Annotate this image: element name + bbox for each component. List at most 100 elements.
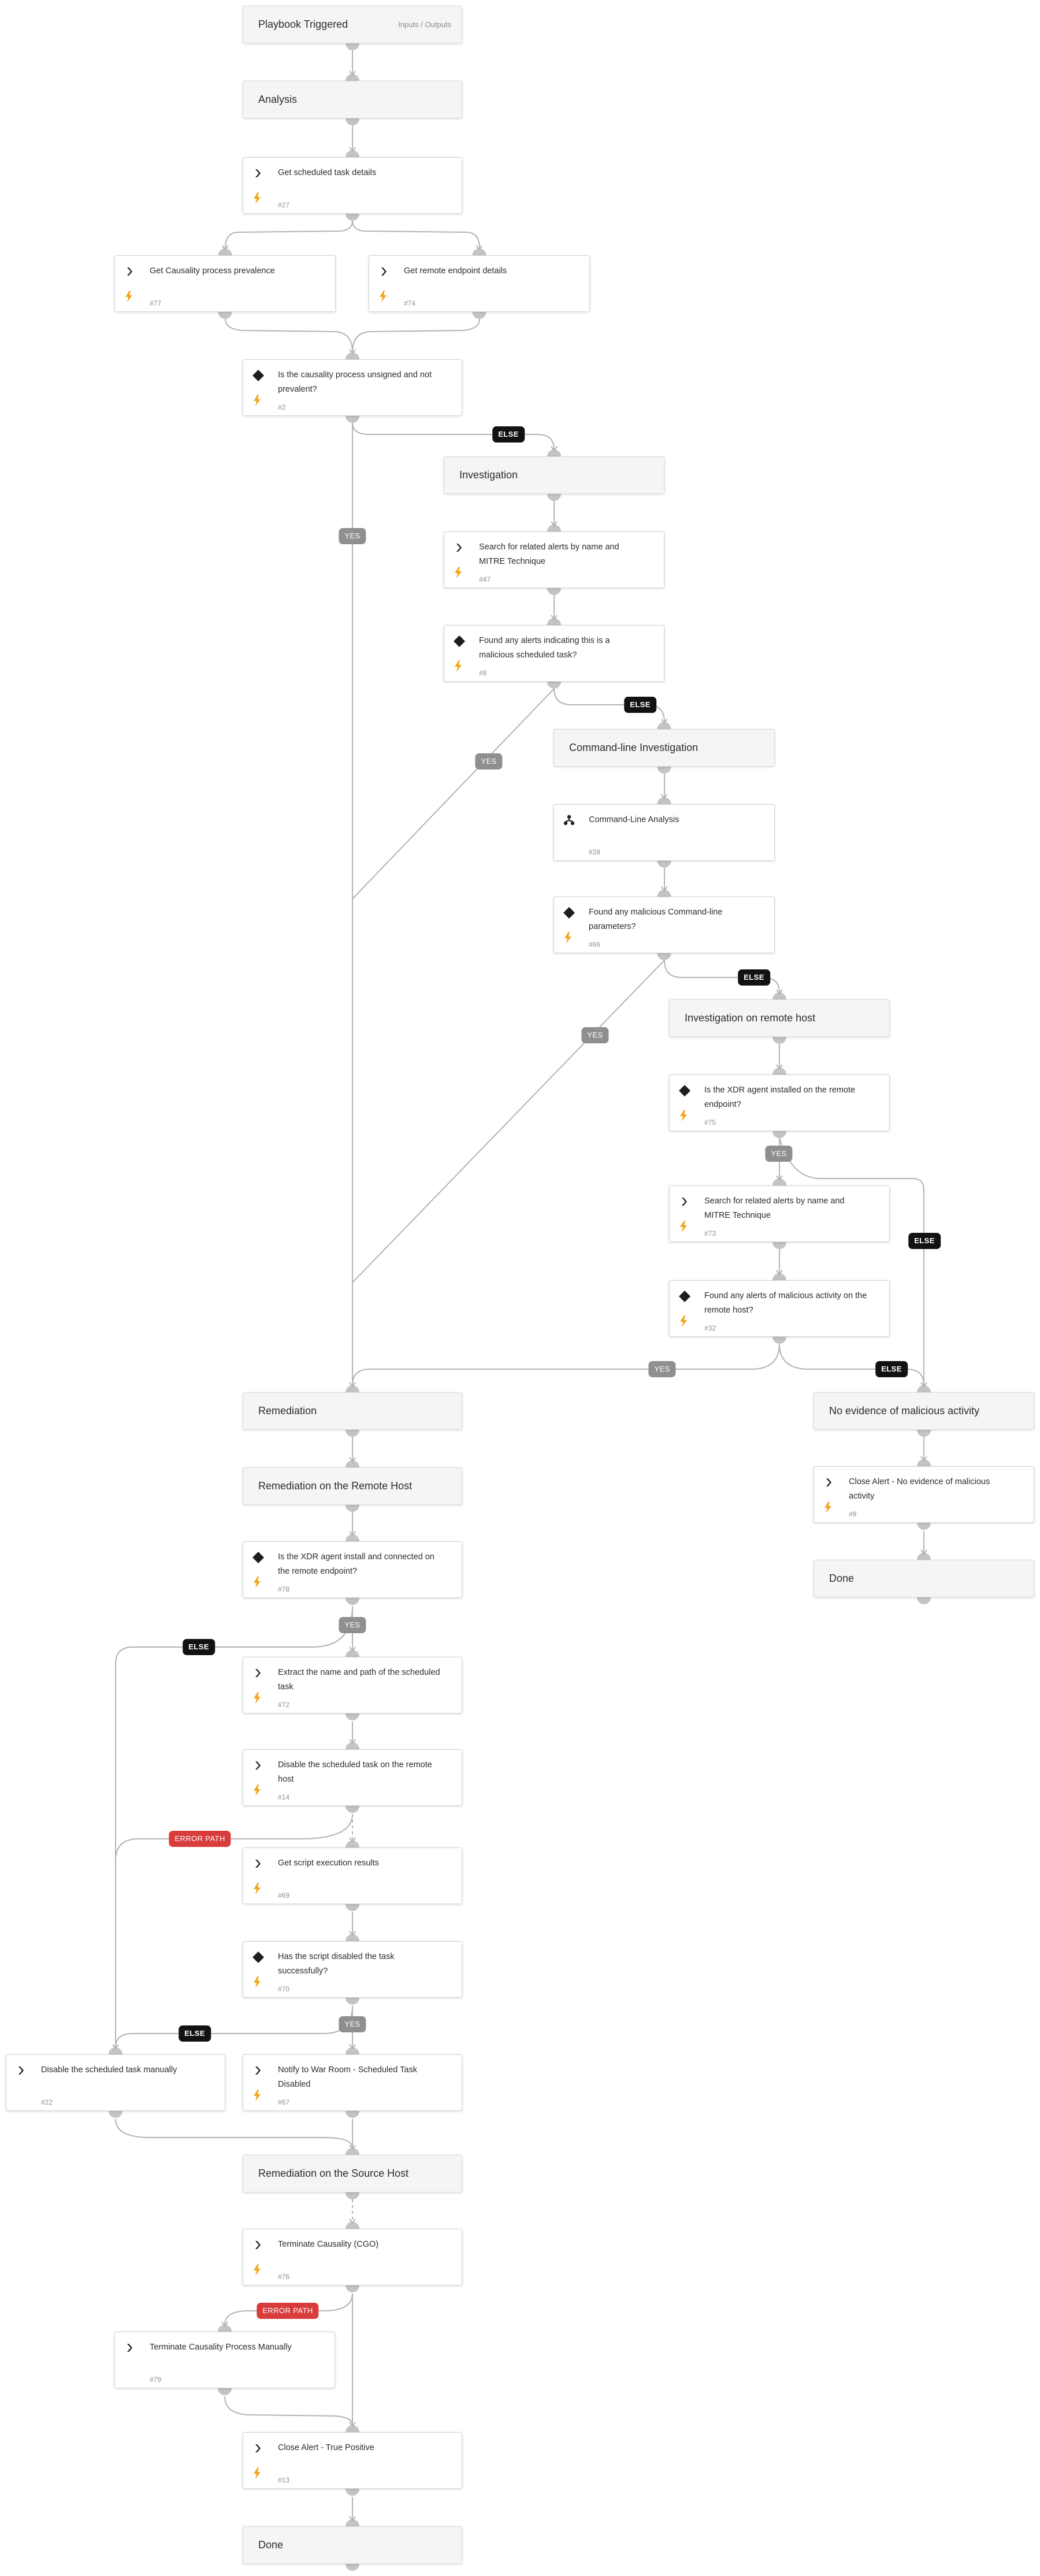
section-header-noevidence[interactable]: No evidence of malicious activity (814, 1392, 1034, 1430)
output-connector[interactable] (346, 1904, 359, 1911)
input-connector[interactable] (772, 1273, 786, 1280)
task-card-t47[interactable]: Search for related alerts by name and MI… (444, 531, 664, 588)
output-connector[interactable] (772, 1242, 786, 1249)
task-card-t27[interactable]: Get scheduled task details#27 (243, 157, 462, 214)
section-header-cmdinv[interactable]: Command-line Investigation (554, 729, 775, 767)
output-connector[interactable] (346, 1998, 359, 2005)
output-connector[interactable] (346, 1430, 359, 1437)
output-connector[interactable] (657, 861, 671, 868)
section-header-done1[interactable]: Done (814, 1560, 1034, 1597)
task-card-t70[interactable]: Has the script disabled the task success… (243, 1941, 462, 1998)
output-connector[interactable] (917, 1523, 931, 1530)
input-connector[interactable] (346, 1534, 359, 1541)
output-connector[interactable] (346, 1598, 359, 1605)
input-connector[interactable] (346, 1385, 359, 1392)
input-connector[interactable] (346, 1650, 359, 1657)
section-header-remremote[interactable]: Remediation on the Remote Host (243, 1467, 462, 1505)
output-connector[interactable] (346, 214, 359, 221)
output-connector[interactable] (346, 1713, 359, 1720)
input-connector[interactable] (657, 722, 671, 729)
task-card-t78[interactable]: Is the XDR agent install and connected o… (243, 1541, 462, 1598)
input-connector[interactable] (109, 2047, 122, 2054)
section-header-analysis[interactable]: Analysis (243, 81, 462, 118)
output-connector[interactable] (346, 416, 359, 423)
task-card-t72[interactable]: Extract the name and path of the schedul… (243, 1657, 462, 1713)
output-connector[interactable] (346, 1505, 359, 1512)
input-connector[interactable] (547, 525, 561, 531)
input-connector[interactable] (218, 2325, 232, 2332)
task-card-t9[interactable]: Close Alert - No evidence of malicious a… (814, 1466, 1034, 1523)
task-card-t79[interactable]: Terminate Causality Process Manually#79 (114, 2332, 335, 2388)
output-connector[interactable] (772, 1337, 786, 1344)
output-connector[interactable] (917, 1430, 931, 1437)
task-card-t8[interactable]: Found any alerts indicating this is a ma… (444, 625, 664, 682)
input-connector[interactable] (657, 797, 671, 804)
section-header-remediation[interactable]: Remediation (243, 1392, 462, 1430)
output-connector[interactable] (218, 312, 232, 319)
input-connector[interactable] (346, 2222, 359, 2229)
input-connector[interactable] (917, 1385, 931, 1392)
output-connector[interactable] (346, 43, 359, 50)
task-card-t14[interactable]: Disable the scheduled task on the remote… (243, 1749, 462, 1806)
task-card-t76[interactable]: Terminate Causality (CGO)#76 (243, 2229, 462, 2285)
output-connector[interactable] (346, 2564, 359, 2571)
output-connector[interactable] (346, 1806, 359, 1813)
output-connector[interactable] (772, 1131, 786, 1138)
output-connector[interactable] (547, 588, 561, 595)
output-connector[interactable] (657, 767, 671, 774)
task-card-t73[interactable]: Search for related alerts by name and MI… (669, 1185, 890, 1242)
task-card-t77[interactable]: Get Causality process prevalence#77 (114, 255, 336, 312)
input-connector[interactable] (346, 2519, 359, 2526)
task-card-t28[interactable]: Command-Line Analysis#28 (554, 804, 775, 861)
section-header-investigation[interactable]: Investigation (444, 456, 664, 494)
input-connector[interactable] (346, 74, 359, 81)
task-card-t32[interactable]: Found any alerts of malicious activity o… (669, 1280, 890, 1337)
task-card-t74[interactable]: Get remote endpoint details#74 (369, 255, 590, 312)
task-card-t13[interactable]: Close Alert - True Positive#13 (243, 2432, 462, 2489)
input-connector[interactable] (472, 248, 486, 255)
output-connector[interactable] (346, 118, 359, 125)
output-connector[interactable] (109, 2111, 122, 2118)
input-connector[interactable] (346, 2148, 359, 2155)
arrow-head (776, 1064, 783, 1070)
input-connector[interactable] (346, 352, 359, 359)
task-card-t69[interactable]: Get script execution results#69 (243, 1848, 462, 1904)
section-header-done2[interactable]: Done (243, 2526, 462, 2564)
output-connector[interactable] (346, 2489, 359, 2496)
input-connector[interactable] (772, 1068, 786, 1075)
input-connector[interactable] (547, 618, 561, 625)
task-card-t2[interactable]: Is the causality process unsigned and no… (243, 359, 462, 416)
output-connector[interactable] (346, 2111, 359, 2118)
input-connector[interactable] (772, 1179, 786, 1185)
input-connector[interactable] (917, 1553, 931, 1560)
input-connector[interactable] (346, 1841, 359, 1848)
input-connector[interactable] (346, 1934, 359, 1941)
section-header-remsource[interactable]: Remediation on the Source Host (243, 2155, 462, 2192)
input-connector[interactable] (218, 248, 232, 255)
input-connector[interactable] (346, 1460, 359, 1467)
input-connector[interactable] (346, 1742, 359, 1749)
output-connector[interactable] (346, 2285, 359, 2292)
task-card-t67[interactable]: Notify to War Room - Scheduled Task Disa… (243, 2054, 462, 2111)
output-connector[interactable] (657, 953, 671, 960)
inputs-outputs-link[interactable]: Inputs / Outputs (398, 20, 451, 29)
task-card-t66[interactable]: Found any malicious Command-line paramet… (554, 897, 775, 953)
output-connector[interactable] (472, 312, 486, 319)
task-card-t22[interactable]: Disable the scheduled task manually#22 (6, 2054, 225, 2111)
input-connector[interactable] (346, 150, 359, 157)
output-connector[interactable] (917, 1597, 931, 1604)
output-connector[interactable] (547, 682, 561, 689)
input-connector[interactable] (772, 993, 786, 999)
input-connector[interactable] (547, 449, 561, 456)
input-connector[interactable] (917, 1459, 931, 1466)
output-connector[interactable] (547, 494, 561, 501)
section-header-invremote[interactable]: Investigation on remote host (669, 999, 890, 1037)
input-connector[interactable] (346, 2425, 359, 2432)
output-connector[interactable] (218, 2388, 232, 2395)
input-connector[interactable] (657, 890, 671, 897)
output-connector[interactable] (772, 1037, 786, 1044)
task-card-t75[interactable]: Is the XDR agent installed on the remote… (669, 1075, 890, 1131)
input-connector[interactable] (346, 2047, 359, 2054)
output-connector[interactable] (346, 2192, 359, 2199)
